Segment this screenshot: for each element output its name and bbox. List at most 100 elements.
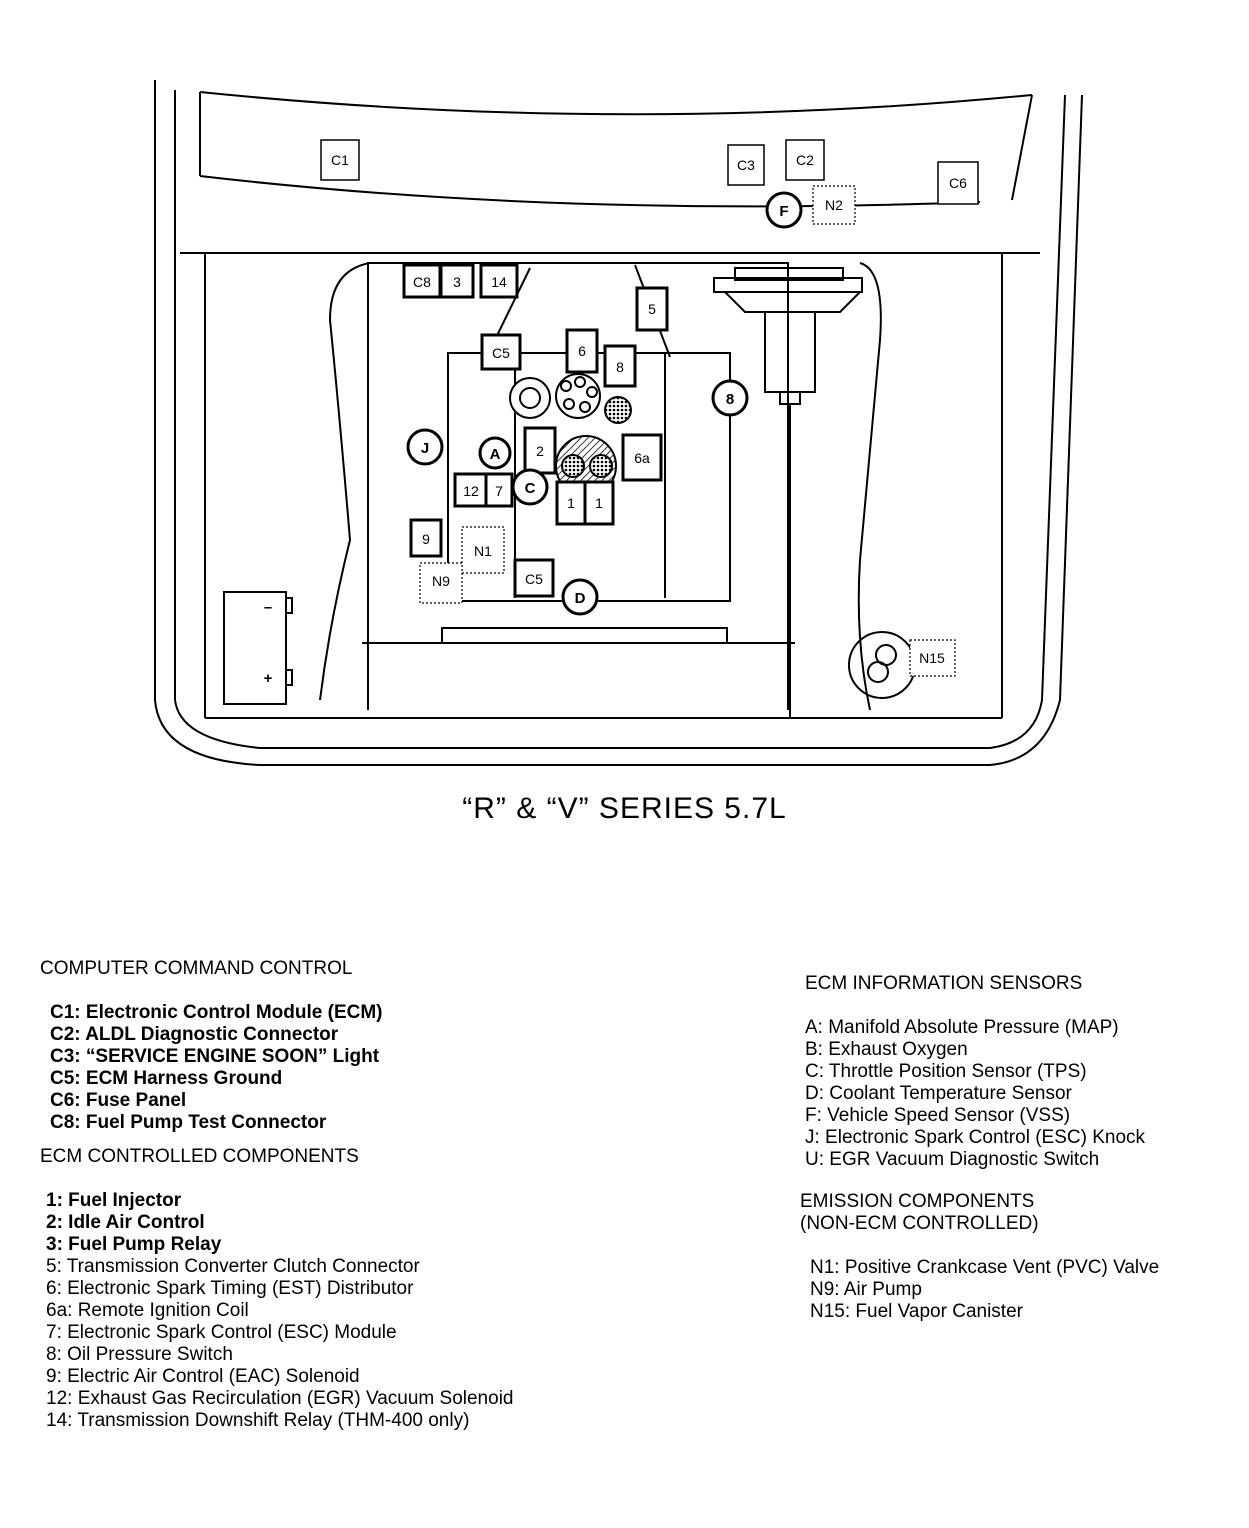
- component-6-label: 6: [578, 343, 586, 359]
- legend-item: 6a: Remote Ignition Coil: [46, 1300, 249, 1321]
- sensor-a-circle: [478, 436, 512, 470]
- sensor-d-label: D: [575, 590, 586, 607]
- vehicle-outline: [154, 80, 1083, 766]
- legend-item: C6: Fuse Panel: [50, 1090, 187, 1111]
- sensor-8-circle: [711, 379, 749, 417]
- legend-item: D: Coolant Temperature Sensor: [805, 1083, 1072, 1104]
- legend-item: 12: Exhaust Gas Recirculation (EGR) Vacu…: [46, 1388, 514, 1409]
- cowl-top: [199, 91, 1033, 116]
- emission-n1-label: N1: [474, 543, 492, 559]
- connector-c1-box: [320, 139, 360, 181]
- emission-n9-box: [419, 562, 463, 604]
- connector-c3-box: [727, 144, 765, 186]
- emission-n15-box: [909, 639, 956, 677]
- ecm-controlled-list: 1: Fuel Injector 2: Idle Air Control 3: …: [46, 1190, 513, 1432]
- connector-c2-label: C2: [796, 152, 814, 168]
- connector-c2-box: [785, 139, 825, 181]
- component-9-label: 9: [422, 531, 430, 547]
- connector-c3-label: C3: [737, 157, 755, 173]
- connector-c6-label: C6: [949, 175, 967, 191]
- component-3-box: [439, 263, 475, 299]
- legend-item: 6: Electronic Spark Timing (EST) Distrib…: [46, 1278, 414, 1299]
- connector-c5-bottom-box: [513, 558, 555, 598]
- battery: [223, 591, 287, 705]
- component-1b-box: [583, 480, 615, 526]
- sensor-c-circle: [511, 468, 549, 506]
- connector-c8-label: C8: [413, 274, 431, 290]
- component-1b-label: 1: [595, 495, 603, 511]
- computer-command-list: C1: Electronic Control Module (ECM) C2: …: [50, 1002, 513, 1134]
- component-8-box: [603, 344, 637, 388]
- component-14-label: 14: [491, 274, 507, 290]
- legend-item: C5: ECM Harness Ground: [50, 1068, 283, 1089]
- legend-item: 2: Idle Air Control: [46, 1212, 205, 1233]
- legend-item: 8: Oil Pressure Switch: [46, 1344, 233, 1365]
- left-fender-well: [319, 262, 371, 701]
- emission-n9-label: N9: [432, 573, 450, 589]
- emission-n2-label: N2: [825, 197, 843, 213]
- emission-heading-2: (NON-ECM CONTROLLED): [800, 1213, 1039, 1234]
- connector-c5-top-box: [480, 333, 522, 371]
- oil-fill: [604, 396, 632, 424]
- legend-item: C3: “SERVICE ENGINE SOON” Light: [50, 1046, 380, 1067]
- sensor-d-circle: [561, 578, 599, 616]
- component-6a-box: [621, 433, 663, 482]
- diagram-caption: “R” & “V” SERIES 5.7L: [462, 792, 787, 825]
- engine-compartment-diagram: C1 C2 C3 C5 C5 C6 C8 3 14 5 6 8 2 6a 12 …: [154, 80, 1083, 766]
- sensor-j-circle: [406, 428, 444, 466]
- component-9-box: [409, 518, 443, 558]
- legend-item: 3: Fuel Pump Relay: [46, 1234, 222, 1255]
- legend-item: J: Electronic Spark Control (ESC) Knock: [805, 1127, 1146, 1148]
- ecm-sensors-heading: ECM INFORMATION SENSORS: [805, 973, 1083, 994]
- legend-right: ECM INFORMATION SENSORS A: Manifold Abso…: [800, 973, 1159, 1323]
- legend-item: 1: Fuel Injector: [46, 1190, 182, 1211]
- fender-inner: [174, 90, 1066, 749]
- cowl-bottom: [199, 175, 981, 208]
- emission-n1-box: [461, 526, 505, 574]
- sensor-8-label: 8: [726, 391, 734, 408]
- legend-item: N9: Air Pump: [810, 1279, 922, 1300]
- legend-item: 9: Electric Air Control (EAC) Solenoid: [46, 1366, 360, 1387]
- component-14-box: [479, 263, 519, 299]
- throttle-body: [764, 311, 816, 393]
- legend-item: 5: Transmission Converter Clutch Connect…: [46, 1256, 420, 1277]
- sensor-f-label: F: [779, 203, 788, 220]
- legend-item: A: Manifold Absolute Pressure (MAP): [805, 1017, 1119, 1038]
- sensor-f-circle: [765, 191, 803, 229]
- computer-command-heading: COMPUTER COMMAND CONTROL: [40, 958, 353, 979]
- component-2-label: 2: [536, 443, 544, 459]
- legend-item: 7: Electronic Spark Control (ESC) Module: [46, 1322, 397, 1343]
- legend-item: 14: Transmission Downshift Relay (THM-40…: [46, 1410, 470, 1431]
- ecm-sensors-list: A: Manifold Absolute Pressure (MAP) B: E…: [805, 1017, 1159, 1171]
- component-5-box: [635, 286, 669, 332]
- component-6a-label: 6a: [634, 450, 650, 466]
- component-5-label: 5: [648, 301, 656, 317]
- legend-item: N1: Positive Crankcase Vent (PVC) Valve: [810, 1257, 1160, 1278]
- connector-c5-bottom-label: C5: [525, 571, 543, 587]
- emission-heading-1: EMISSION COMPONENTS: [800, 1191, 1035, 1212]
- sensor-a-label: A: [490, 446, 501, 463]
- legend-left: COMPUTER COMMAND CONTROL C1: Electronic …: [40, 958, 513, 1432]
- legend-item: C8: Fuel Pump Test Connector: [50, 1112, 327, 1133]
- connector-c6-box: [937, 161, 979, 205]
- legend-item: C: Throttle Position Sensor (TPS): [805, 1061, 1087, 1082]
- connector-c8-box: [402, 263, 442, 299]
- sensor-c-label: C: [525, 480, 536, 497]
- legend-item: C1: Electronic Control Module (ECM): [50, 1002, 383, 1023]
- legend-item: C2: ALDL Diagnostic Connector: [50, 1024, 339, 1045]
- component-6-box: [565, 328, 599, 374]
- ecm-controlled-heading: ECM CONTROLLED COMPONENTS: [40, 1146, 359, 1167]
- component-7-label: 7: [495, 483, 503, 499]
- component-1a-label: 1: [567, 495, 575, 511]
- emission-n15-label: N15: [919, 650, 945, 666]
- connector-c1-label: C1: [331, 152, 349, 168]
- emission-list: N1: Positive Crankcase Vent (PVC) Valve …: [810, 1257, 1159, 1323]
- radiator: [441, 627, 728, 644]
- battery-minus-label: –: [264, 599, 272, 616]
- legend-item: F: Vehicle Speed Sensor (VSS): [805, 1105, 1071, 1126]
- right-fender-well: [857, 262, 882, 711]
- component-12-label: 12: [463, 483, 479, 499]
- emission-n2-box: [812, 185, 856, 225]
- battery-plus-label: +: [264, 670, 273, 687]
- legend-item: B: Exhaust Oxygen: [805, 1039, 968, 1060]
